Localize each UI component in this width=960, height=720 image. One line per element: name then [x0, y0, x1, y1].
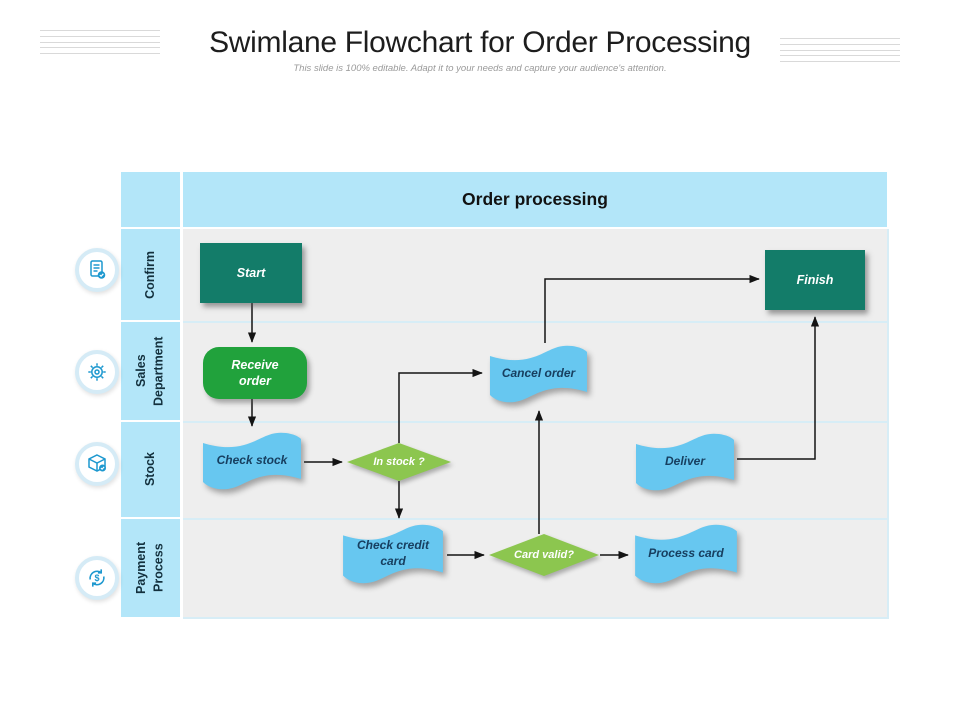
- lane-separator: [183, 421, 887, 423]
- lane-label-payment-process: Payment Process: [121, 519, 180, 617]
- svg-text:$: $: [94, 573, 99, 583]
- node-start: Start: [200, 243, 302, 303]
- gear-icon: [88, 363, 106, 381]
- lane-label-text: Stock: [142, 452, 157, 487]
- diamond-shape: [489, 534, 599, 576]
- page-subtitle: This slide is 100% editable. Adapt it to…: [293, 63, 667, 74]
- node-label: Receive order: [231, 357, 279, 388]
- lane-separator: [183, 518, 887, 520]
- node-label: Card valid?: [514, 549, 574, 561]
- node-label: Cancel order: [501, 366, 576, 381]
- page-title: Swimlane Flowchart for Order Processing: [209, 26, 751, 59]
- lane-label-stock: Stock: [121, 422, 180, 517]
- lane-label-text: Payment Process: [134, 541, 166, 595]
- node-label: Finish: [796, 273, 834, 287]
- lane-label-text: Confirm: [142, 250, 157, 299]
- diamond-shape: [347, 443, 451, 481]
- lane-label-sales-department: Sales Department: [121, 322, 180, 420]
- sales-lane-badge: [75, 350, 119, 394]
- payment-sync-icon: $: [89, 569, 105, 587]
- node-receive-order: Receive order: [203, 347, 307, 399]
- lane-separator: [183, 321, 887, 323]
- node-deliver: Deliver: [633, 431, 737, 493]
- node-process-card: Process card: [632, 522, 740, 586]
- node-label: Deliver: [664, 454, 706, 469]
- node-label: In stock ?: [373, 456, 425, 468]
- node-label: Check stock: [216, 453, 288, 468]
- node-cancel-order: Cancel order: [487, 343, 590, 405]
- lane-label-confirm: Confirm: [121, 229, 180, 320]
- node-check-credit-card: Check credit card: [340, 522, 446, 586]
- node-finish: Finish: [765, 250, 865, 310]
- confirm-lane-badge: [75, 248, 119, 292]
- node-card-valid: Card valid?: [489, 534, 599, 576]
- wave-shape: [343, 524, 443, 584]
- node-label: Check credit card: [356, 538, 430, 568]
- payment-lane-badge: $: [75, 556, 119, 600]
- document-check-icon: [90, 260, 106, 279]
- node-label: Start: [236, 266, 266, 280]
- corner-cell: [121, 172, 180, 227]
- decor-lines-left: [40, 30, 160, 54]
- lane-label-text: Sales Department: [134, 336, 166, 406]
- wave-shape: [203, 432, 301, 490]
- table-header: Order processing: [183, 172, 887, 227]
- node-label: Process card: [648, 546, 724, 561]
- decor-lines-right: [780, 38, 900, 62]
- wave-shape: [635, 524, 737, 584]
- stock-lane-badge: [75, 442, 119, 486]
- wave-shape: [489, 345, 588, 403]
- node-in-stock: In stock ?: [347, 443, 451, 481]
- wave-shape: [636, 433, 734, 491]
- node-check-stock: Check stock: [200, 430, 304, 492]
- package-check-icon: [88, 454, 106, 472]
